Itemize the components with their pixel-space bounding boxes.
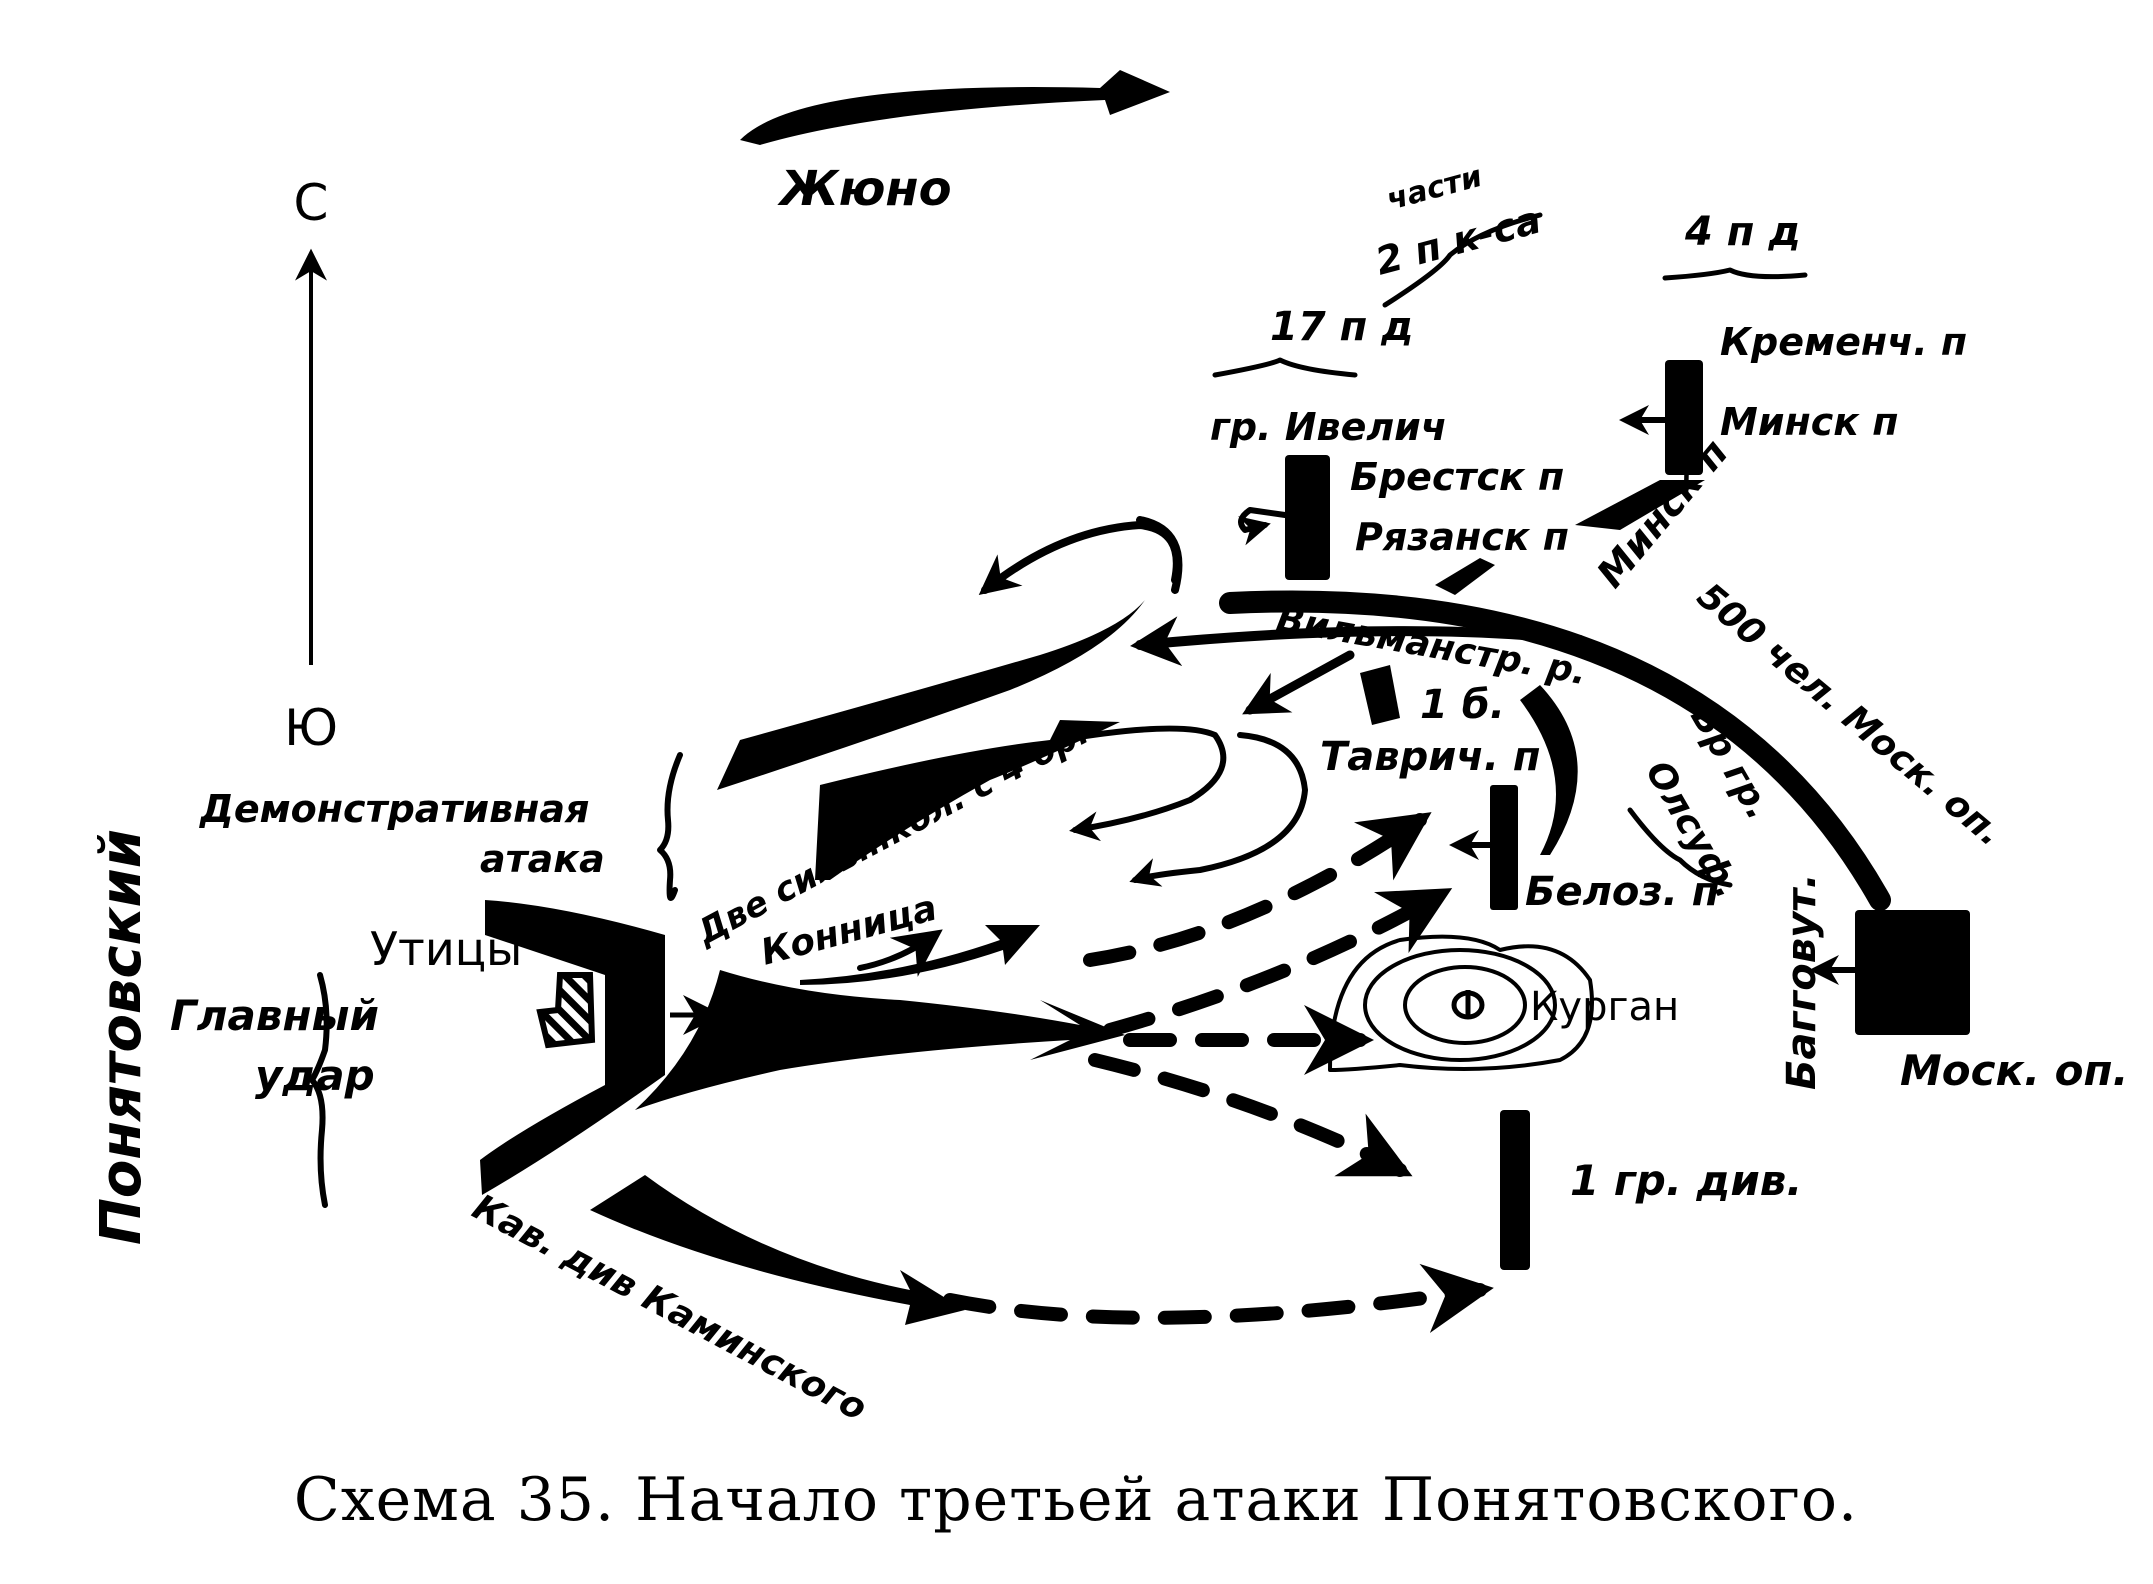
main-strike-brace: [309, 972, 330, 1208]
minsk-position-2: [1575, 480, 1705, 530]
ivelich-return-arrow: [1238, 507, 1288, 546]
kurgan-hill: [1328, 934, 1594, 1072]
olsufiev-arc: [1520, 685, 1578, 855]
battalion-1-label: 1 б.: [1420, 682, 1505, 728]
kaminsky-cavalry-arrow: [590, 1175, 965, 1325]
grenadier-div-label: 1 гр. див.: [1570, 1156, 1802, 1205]
french-front-position: [480, 900, 665, 1195]
tavrich-label: Таврич. п: [1320, 734, 1540, 780]
kremench-label: Кременч. п: [1720, 320, 1967, 364]
ivelich-label: гр. Ивелич: [1210, 405, 1447, 449]
div-4-label: 4 п д: [1684, 209, 1801, 255]
russian-counter-arrow-2: [1136, 516, 1183, 594]
brest-label: Брестск п: [1350, 455, 1564, 499]
corps-parts-label-1: части: [1383, 159, 1486, 218]
dashed-advance-2: [1103, 888, 1453, 1037]
dashed-advance-5: [943, 1263, 1494, 1333]
compass: С Ю: [284, 174, 338, 757]
main-strike-label-1: Главный: [170, 991, 379, 1040]
kurgan-label: Курган: [1530, 984, 1679, 1030]
brest-ryazan-position: [1285, 455, 1330, 580]
demonstrative-label-2: атака: [480, 837, 605, 881]
junot-label: Жюно: [777, 161, 952, 217]
demonstrative-label-1: Демонстративная: [199, 787, 589, 831]
olsufiev-brace: [1627, 807, 1733, 888]
cavalry-arrow: [800, 925, 1040, 985]
baggovut-label: Багговут.: [1779, 873, 1825, 1090]
moscow-militia-arc: [1219, 590, 1891, 911]
junot-arrow: [740, 70, 1170, 145]
kurgan-contour-outer: [1328, 934, 1594, 1072]
belozersk-position: [1490, 785, 1518, 910]
grenadier-div-position: [1500, 1110, 1530, 1270]
compass-south-label: Ю: [284, 699, 338, 757]
columns-loop-arrow-1: [1057, 725, 1227, 842]
village-icon: [536, 972, 596, 1049]
div-17-brace: [1212, 357, 1358, 378]
kremench-minsk-position: [1665, 360, 1703, 475]
belozersk-label: Белоз. п: [1525, 869, 1719, 915]
minsk-label-1: Минск п: [1720, 400, 1899, 444]
demonstrative-brace: [657, 752, 683, 901]
corps-parts-brace: [1382, 212, 1543, 308]
div-17-label: 17 п д: [1270, 304, 1413, 350]
compass-north-label: С: [294, 174, 329, 232]
div-4-brace: [1662, 267, 1808, 281]
wilmanstrand-arrow-2: [1242, 650, 1355, 715]
wilmanstrand-position: [1435, 558, 1495, 595]
moscow-militia-label: Моск. оп.: [1900, 1046, 2128, 1095]
dashed-advance-4: [1088, 1053, 1413, 1177]
demonstrative-wedge-upper: [717, 600, 1145, 790]
moscow-militia-position: [1855, 910, 1970, 1035]
ryazan-label: Рязанск п: [1355, 515, 1569, 559]
russian-counter-arrow-1: [978, 521, 1181, 595]
battalion-1-position: [1360, 665, 1400, 725]
main-thrust-arrow: [635, 970, 1125, 1110]
kurgan-contour-inner: [1403, 965, 1527, 1045]
poniatowski-label: Понятовский: [89, 829, 154, 1245]
scheme-caption: Схема 35. Начало третьей атаки Понятовск…: [294, 1465, 1858, 1535]
kurgan-contour-mid: [1363, 948, 1557, 1062]
cavalry-small-arrow: [857, 929, 943, 977]
columns-loop-arrow-2: [1129, 732, 1308, 887]
dashed-advance-1: [1083, 812, 1432, 967]
